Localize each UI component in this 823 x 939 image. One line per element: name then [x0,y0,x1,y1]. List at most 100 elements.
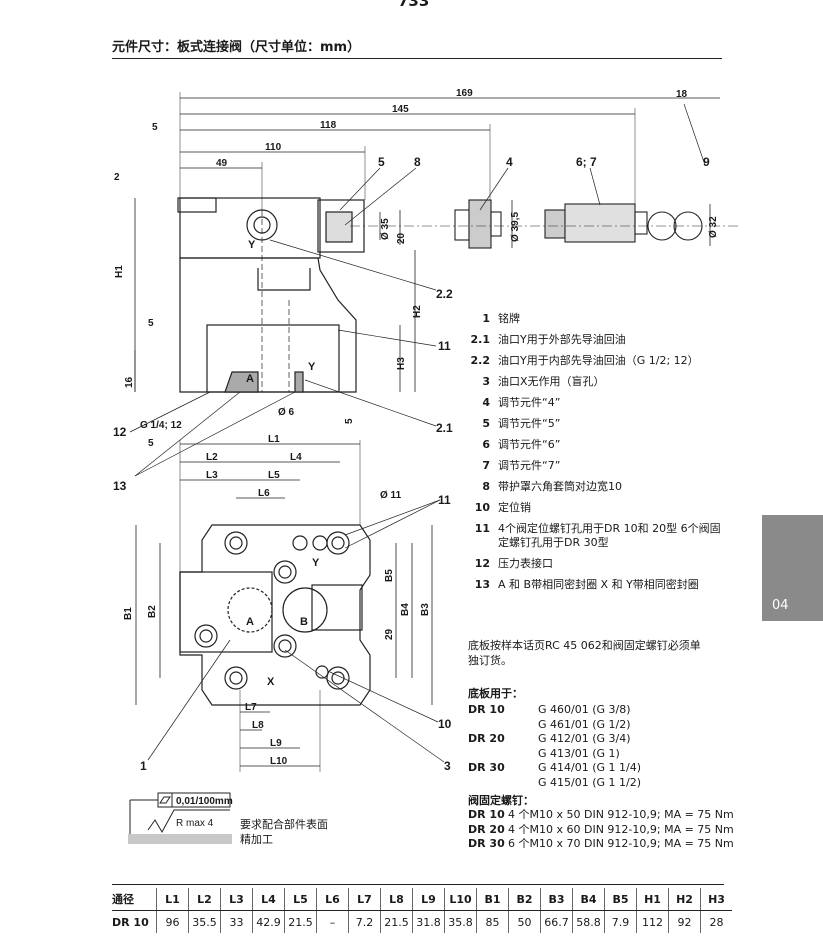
dim-B4: B4 [400,603,411,616]
callout-2-1: 2.1 [436,421,453,435]
table-cell: 85 [476,910,509,933]
dim-118: 118 [320,120,337,131]
dim-L1: L1 [268,434,280,445]
dim-20: 20 [396,232,407,244]
dim-L5: L5 [268,470,280,481]
chapter-tab: 04 [762,515,823,621]
callout-13: 13 [113,479,127,493]
dim-L3: L3 [206,470,218,481]
page-number: 733 [398,0,430,10]
callout-4: 4 [506,155,513,169]
table-header-cell: B4 [572,888,605,911]
dim-L7: L7 [245,702,257,713]
dim-B5: B5 [384,569,395,582]
surface-finish-symbol [128,792,232,844]
table-header-cell: L2 [188,888,221,911]
port-label-y-bottom: Y [312,557,320,569]
dim-5-mid: 5 [148,318,154,329]
header-divider [112,58,722,59]
callout-11-top: 11 [438,339,451,353]
table-header-cell: L1 [156,888,189,911]
table-cell: 42.9 [252,910,285,933]
table-header-cell: B3 [540,888,573,911]
dim-d35: Ø 35 [380,218,391,240]
table-header-cell: L8 [380,888,413,911]
dim-29: 29 [384,628,395,640]
dim-110: 110 [265,142,282,153]
table-header-cell: B5 [604,888,637,911]
dim-5-right: 5 [344,418,355,424]
table-header-cell: B2 [508,888,541,911]
dim-5-top: 5 [152,122,158,133]
dim-18: 18 [676,89,688,100]
table-cell: 35.5 [188,910,221,933]
table-cell: 31.8 [412,910,445,933]
valve-mounting-face [179,524,371,706]
top-dimension-lines [134,92,720,392]
dim-49: 49 [216,158,228,169]
table-cell: 35.8 [444,910,477,933]
dim-L4: L4 [290,452,302,463]
page-title: 元件尺寸：板式连接阀（尺寸单位：mm） [112,40,361,55]
dim-d11: Ø 11 [380,490,402,501]
table-header-cell: H3 [700,888,732,911]
table-cell: 21.5 [284,910,317,933]
callout-3: 3 [444,759,451,773]
top-dimension-text: 169 18 145 118 5 110 49 2 Ø 35 20 Ø 39,5… [114,88,719,431]
table-header-cell: B1 [476,888,509,911]
table-header-cell: L9 [412,888,445,911]
table-cell: 66.7 [540,910,573,933]
dim-L10: L10 [270,756,288,767]
dim-g14: G 1/4; 12 [140,420,182,431]
table-header-cell: L7 [348,888,381,911]
callout-8: 8 [414,155,421,169]
callout-12: 12 [113,425,127,439]
table-header-cell: H1 [636,888,669,911]
adjustment-element-4 [454,199,502,249]
table-cell: 96 [156,910,189,933]
port-label-x: X [267,676,275,688]
table-cell: 21.5 [380,910,413,933]
dim-145: 145 [392,104,409,115]
table-header-cell: L10 [444,888,477,911]
callout-1: 1 [140,759,147,773]
port-label-y-top: Y [248,239,256,251]
port-label-y-mid: Y [308,361,316,373]
port-label-a-bottom: A [246,616,254,628]
callout-5: 5 [378,155,385,169]
subplate-group: DR 30 G 414/01 (G 1 1/4)G 415/01 (G 1 1/… [468,761,642,789]
table-cell: 33 [220,910,253,933]
table-divider [112,884,724,885]
valve-side-view [177,197,365,393]
subplate-group: DR 20 G 412/01 (G 3/4)G 413/01 (G 1) [468,732,631,760]
callout-2-2: 2.2 [436,287,453,301]
dim-L8: L8 [252,720,264,731]
callout-9: 9 [703,155,710,169]
port-label-b: B [300,616,308,628]
table-cell: – [316,910,349,933]
table-header-cell: H2 [668,888,701,911]
subplate-group: DR 10 G 460/01 (G 3/8)G 461/01 (G 1/2) [468,703,631,731]
dim-L6: L6 [258,488,270,499]
dim-d32: Ø 32 [708,216,719,238]
table-cell: 92 [668,910,701,933]
dim-169: 169 [456,88,473,99]
dim-H3: H3 [396,357,407,370]
table-cell: 58.8 [572,910,605,933]
